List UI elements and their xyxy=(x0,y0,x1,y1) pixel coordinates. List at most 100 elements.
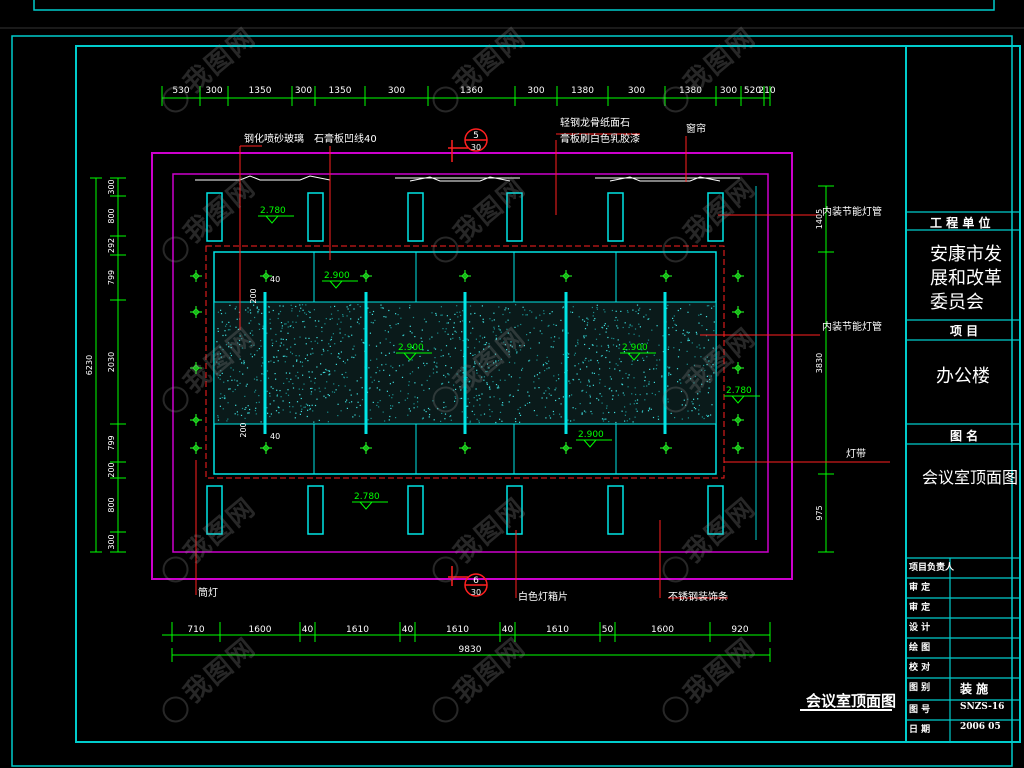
dimension-bottom-4: 40 xyxy=(402,625,414,635)
level-triangle xyxy=(626,352,642,361)
dimension-top-8: 1380 xyxy=(571,86,594,96)
dimension-left-2: 292 xyxy=(107,238,116,253)
dimension-left-1: 800 xyxy=(107,208,116,223)
dimension-right-1: 3830 xyxy=(815,353,824,373)
small-dim-200-bottom: 200 xyxy=(239,422,248,437)
level-triangle xyxy=(264,215,280,224)
title-block-row-label: 设 计 xyxy=(909,623,931,633)
annotation-light-trough-2: 内装节能灯管 xyxy=(822,320,882,333)
level-value-2: 2.900 xyxy=(398,343,424,353)
downlight-symbol xyxy=(732,306,744,318)
annotation-glass: 钢化喷砂玻璃 xyxy=(244,132,304,145)
downlight-symbol xyxy=(260,442,272,454)
annotation-light-trough-1: 内装节能灯管 xyxy=(822,205,882,218)
dimension-bottom-5: 1610 xyxy=(446,625,469,635)
level-value-3: 2.900 xyxy=(622,343,648,353)
title-block-row-label: 图 号 xyxy=(909,705,931,715)
dimension-bottom-7: 1610 xyxy=(546,625,569,635)
level-value-6: 2.780 xyxy=(354,492,380,502)
dimension-right-2: 975 xyxy=(815,505,824,520)
annotation-keel: 轻钢龙骨纸面石 xyxy=(560,116,630,129)
dimension-bottom-2: 40 xyxy=(302,625,314,635)
downlight-symbol xyxy=(190,442,202,454)
drawing-title: 会议室顶面图 xyxy=(806,692,897,710)
title-block-lines xyxy=(906,211,1020,742)
dimension-left-4: 2030 xyxy=(107,352,116,372)
fluorescent-fixtures xyxy=(206,192,724,535)
title-block-row-label: 项目负责人 xyxy=(909,563,955,573)
annotation-steel-trim: 不锈钢装饰条 xyxy=(668,590,728,603)
section-mark-bottom-number: 6 xyxy=(473,576,479,586)
downlight-symbol xyxy=(732,270,744,282)
title-block-row-value: 2006 05 xyxy=(960,722,1001,732)
small-dim-40-top: 40 xyxy=(270,275,280,284)
dimension-top-9: 300 xyxy=(628,86,645,96)
leader-lines xyxy=(195,133,890,599)
light-strip-outline xyxy=(205,245,725,479)
annotation-light-strip: 灯带 xyxy=(846,448,866,460)
downlight-symbol xyxy=(732,362,744,374)
title-block-row-label: 校 对 xyxy=(909,663,931,673)
dimension-top-0: 530 xyxy=(172,86,189,96)
title-block-drawing-name: 会议室顶面图 xyxy=(922,468,1019,487)
downlight-symbol xyxy=(732,414,744,426)
section-mark-bottom-sheet: 30 xyxy=(471,588,481,597)
level-markers: 2.780 2.900 2.900 2.900 2.780 2.900 2.780 xyxy=(258,206,760,510)
dimension-left-7: 800 xyxy=(107,497,116,512)
title-block-project-header: 项 目 xyxy=(950,324,979,338)
downlight-symbol xyxy=(660,270,672,282)
dimension-top-7: 300 xyxy=(527,86,544,96)
title-block-row-value: 装 施 xyxy=(960,682,989,696)
ceiling-outline xyxy=(172,173,769,553)
level-value-5: 2.900 xyxy=(578,430,604,440)
dimension-left-6: 200 xyxy=(107,462,116,477)
sheet-border-inner xyxy=(75,45,1021,743)
annotation-paint: 膏板刷白色乳胶漆 xyxy=(560,132,640,145)
dimension-bottom-3: 1610 xyxy=(346,625,369,635)
level-triangle xyxy=(328,280,344,289)
dimension-top-5: 300 xyxy=(388,86,405,96)
curtain-boxes xyxy=(195,175,740,182)
dimension-left-8: 300 xyxy=(107,534,116,549)
title-block-row-label: 绘 图 xyxy=(909,643,931,653)
level-triangle xyxy=(358,501,374,510)
downlight-symbol xyxy=(190,362,202,374)
dimension-top-11: 300 xyxy=(720,86,737,96)
dimension-left-0: 300 xyxy=(107,179,116,194)
dimension-bottom-10: 920 xyxy=(731,625,748,635)
dimension-top-6: 1360 xyxy=(460,86,483,96)
dimension-bottom-8: 50 xyxy=(602,625,614,635)
title-block-row-label: 审 定 xyxy=(909,603,931,613)
downlights xyxy=(190,270,744,454)
title-block-unit-line-2: 展和改革 xyxy=(930,268,1002,289)
dimension-lines xyxy=(95,97,827,656)
top-panel-border xyxy=(33,0,995,11)
downlight-symbol xyxy=(260,270,272,282)
downlight-symbol xyxy=(732,442,744,454)
dimension-left-5: 799 xyxy=(107,435,116,450)
level-value-0: 2.780 xyxy=(260,206,286,216)
title-block-unit-line-1: 安康市发 xyxy=(930,244,1002,265)
downlight-symbol xyxy=(560,270,572,282)
level-value-1: 2.900 xyxy=(324,271,350,281)
section-mark-top-sheet: 30 xyxy=(471,143,481,152)
downlight-symbol xyxy=(190,414,202,426)
dimension-top-4: 1350 xyxy=(329,86,352,96)
dimension-top-2: 1350 xyxy=(249,86,272,96)
level-value-4: 2.780 xyxy=(726,386,752,396)
section-mark-top xyxy=(448,128,488,162)
title-block-row-value: SNZS-16 xyxy=(960,702,1005,712)
dimension-left-total: 6230 xyxy=(85,355,94,375)
small-dim-200-top: 200 xyxy=(249,288,258,303)
level-triangle xyxy=(730,395,746,404)
dimension-top-13: 210 xyxy=(758,86,775,96)
level-triangle xyxy=(402,352,418,361)
drawing-title-underline xyxy=(800,709,892,711)
dimension-right-0: 1405 xyxy=(815,209,824,229)
dimension-bottom-1: 1600 xyxy=(249,625,272,635)
dimension-bottom-0: 710 xyxy=(187,625,204,635)
annotation-downlight: 筒灯 xyxy=(198,586,218,599)
annotation-white-panel: 白色灯箱片 xyxy=(518,590,568,603)
downlight-symbol xyxy=(459,270,471,282)
title-block-unit-line-3: 委员会 xyxy=(930,292,984,313)
